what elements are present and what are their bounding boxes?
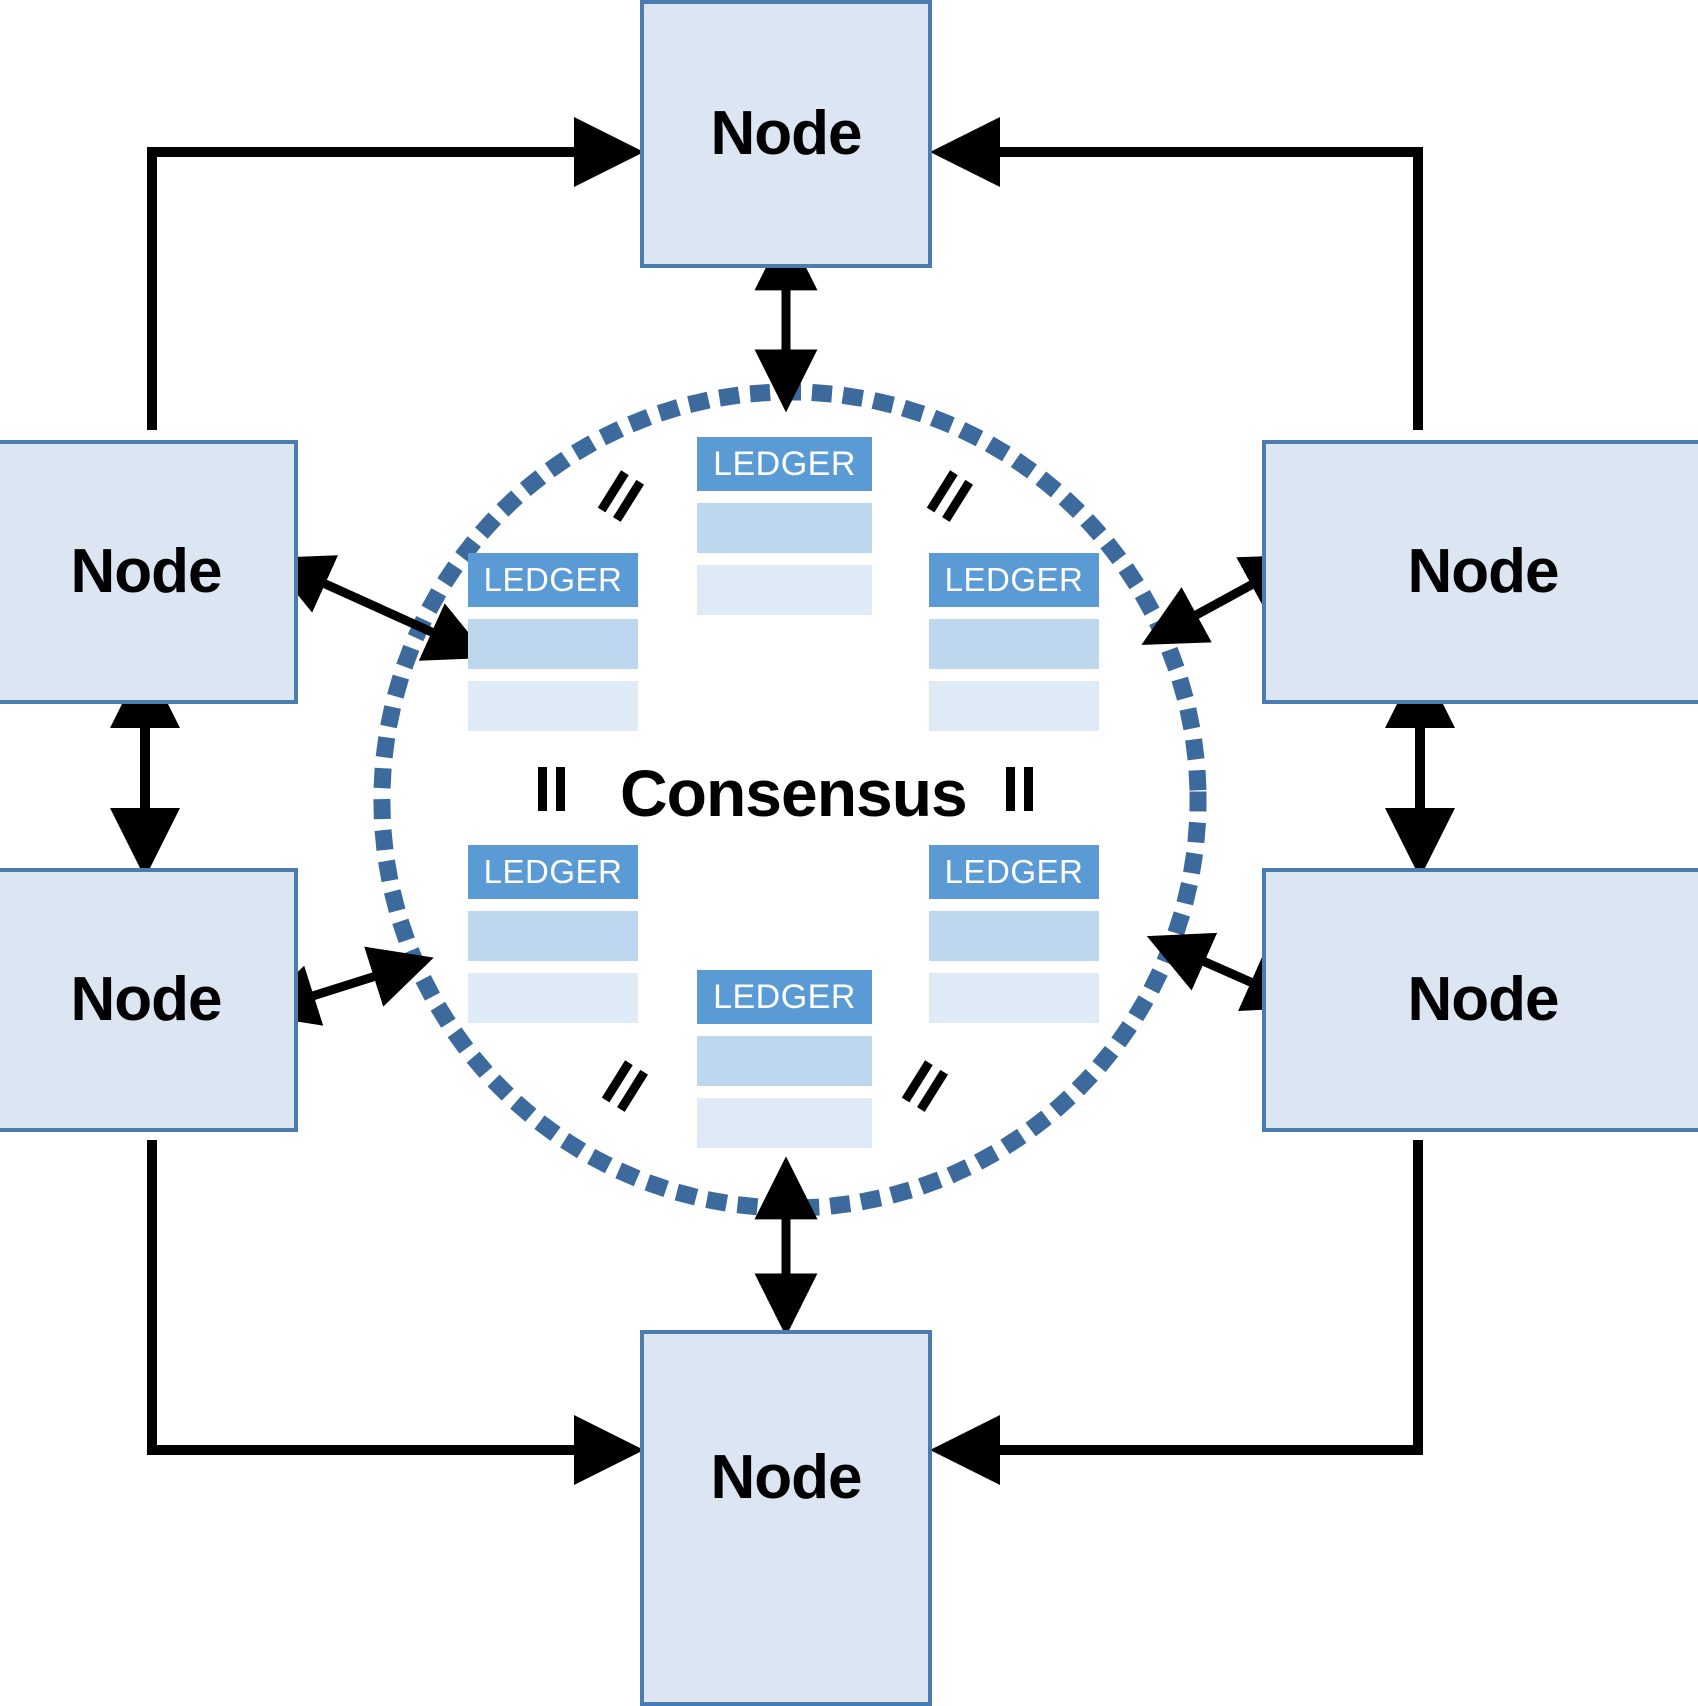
node-bottom-label: Node <box>710 1443 863 1512</box>
conn-topleft-to-top <box>147 117 644 430</box>
node-right-upper[interactable]: Node <box>1262 440 1698 704</box>
conn-topright-to-top <box>930 117 1423 430</box>
ledger-bottom-row-1 <box>697 1036 872 1086</box>
eq-upper-right <box>918 463 981 526</box>
node-left-lower-label: Node <box>70 965 223 1034</box>
ledger-top-header: LEDGER <box>697 437 872 491</box>
eq-lower-right <box>893 1053 956 1116</box>
ledger-top[interactable]: LEDGER <box>697 437 872 615</box>
node-left-lower[interactable]: Node <box>0 868 298 1132</box>
node-right-upper-label: Node <box>1407 537 1560 606</box>
eq-mid-left <box>528 765 574 811</box>
eq-lower-left <box>593 1053 656 1116</box>
ledger-upper-left-row-2 <box>468 681 638 731</box>
ledger-upper-left-row-1 <box>468 619 638 669</box>
ledger-lower-right-row-1 <box>929 911 1099 961</box>
ledger-lower-right-row-2 <box>929 973 1099 1023</box>
ledger-top-row-2 <box>697 565 872 615</box>
node-left-upper-label: Node <box>70 537 223 606</box>
ledger-lower-left-row-2 <box>468 973 638 1023</box>
ledger-upper-left-header: LEDGER <box>468 553 638 607</box>
node-right-lower-label: Node <box>1407 965 1560 1034</box>
ledger-lower-left-header: LEDGER <box>468 845 638 899</box>
conn-rightlower-to-consensus <box>1146 932 1309 1011</box>
eq-upper-left <box>589 463 652 526</box>
conn-leftupper-to-consensus <box>267 555 490 661</box>
ledger-bottom[interactable]: LEDGER <box>697 970 872 1148</box>
ledger-lower-right[interactable]: LEDGER <box>929 845 1099 1023</box>
conn-bottomleft-to-bottom <box>147 1140 644 1485</box>
ledger-bottom-header: LEDGER <box>697 970 872 1024</box>
ledger-lower-left-row-1 <box>468 911 638 961</box>
node-right-lower[interactable]: Node <box>1262 868 1698 1132</box>
node-left-upper[interactable]: Node <box>0 440 298 704</box>
ledger-bottom-row-2 <box>697 1098 872 1148</box>
node-top-label: Node <box>710 99 863 168</box>
conn-leftlower-to-consensus <box>253 946 434 1026</box>
conn-rightupper-to-consensus <box>1141 554 1307 645</box>
eq-mid-right <box>996 765 1042 811</box>
conn-bottomright-to-bottom <box>930 1140 1423 1485</box>
ledger-upper-left[interactable]: LEDGER <box>468 553 638 731</box>
ledger-upper-right[interactable]: LEDGER <box>929 553 1099 731</box>
node-top[interactable]: Node <box>640 0 932 268</box>
ledger-upper-right-row-2 <box>929 681 1099 731</box>
ledger-upper-right-row-1 <box>929 619 1099 669</box>
ledger-upper-right-header: LEDGER <box>929 553 1099 607</box>
node-bottom[interactable]: Node <box>640 1330 932 1706</box>
ledger-top-row-1 <box>697 503 872 553</box>
consensus-label: Consensus <box>620 756 968 830</box>
ledger-lower-right-header: LEDGER <box>929 845 1099 899</box>
ledger-lower-left[interactable]: LEDGER <box>468 845 638 1023</box>
